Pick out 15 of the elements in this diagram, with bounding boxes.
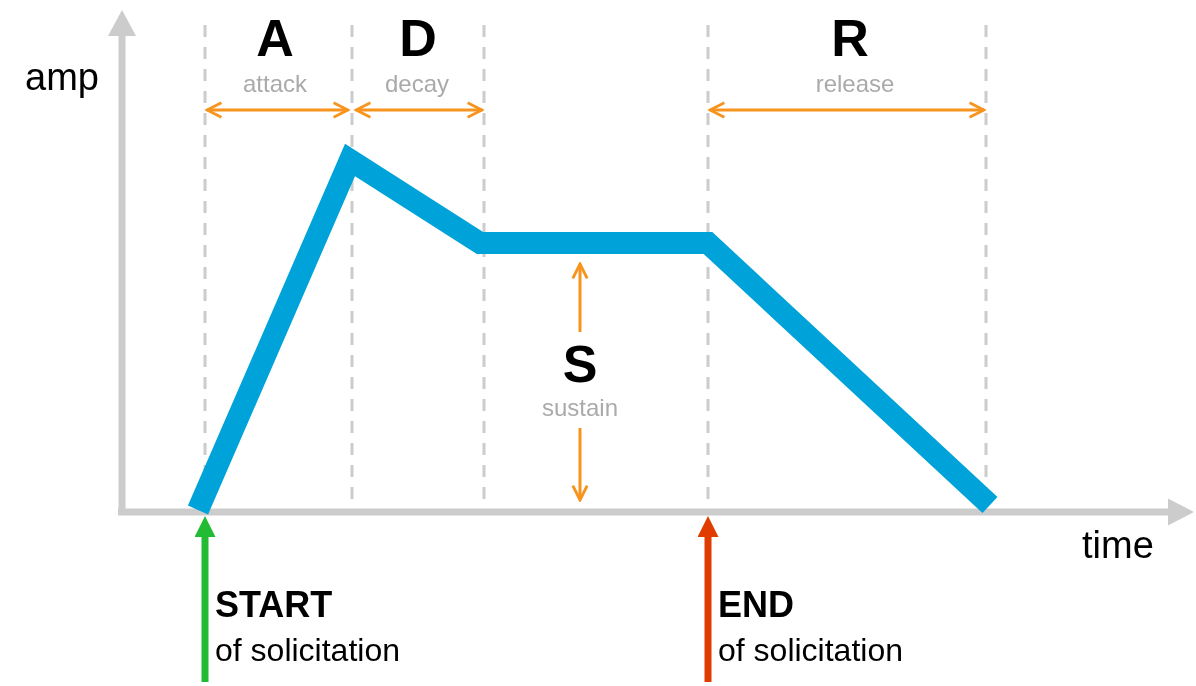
x-axis xyxy=(118,498,1194,526)
event-title: START xyxy=(215,583,334,627)
phase-name: attack xyxy=(243,72,307,96)
phase-letter: D xyxy=(399,12,437,64)
axis-label: time xyxy=(1082,526,1154,564)
phase-letter: R xyxy=(831,12,869,64)
event-subtitle: of solicitation xyxy=(718,631,903,670)
phase-letter: S xyxy=(562,338,598,390)
phase-name: release xyxy=(815,72,895,96)
event-subtitle: of solicitation xyxy=(215,631,400,670)
phase-name: decay xyxy=(384,72,449,96)
phase-letter: A xyxy=(256,12,294,64)
axis-label: amp xyxy=(25,58,99,96)
event-title: END xyxy=(718,583,795,627)
phase-name: sustain xyxy=(541,396,618,420)
